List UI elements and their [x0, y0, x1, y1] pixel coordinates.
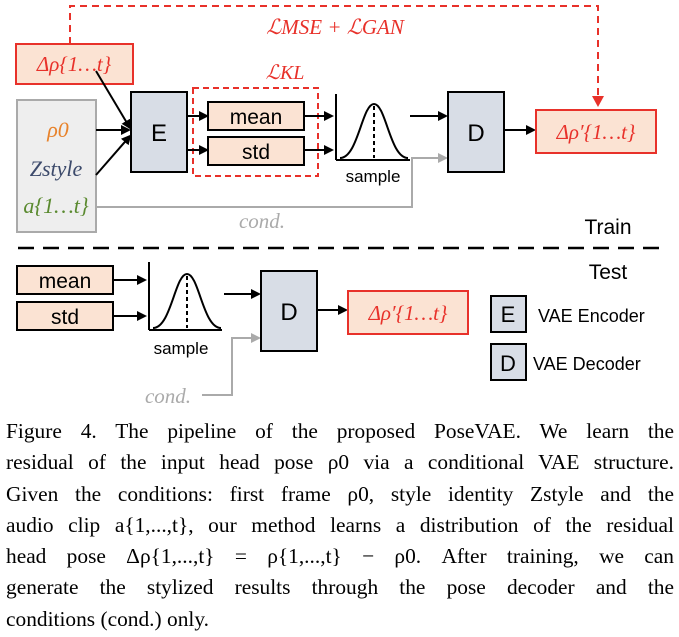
- sample-label-test: sample: [154, 339, 209, 358]
- delta-rho-input-label: Δρ{1…t}: [36, 52, 112, 76]
- cond-line-train: [96, 153, 448, 208]
- legend-encoder-letter: E: [501, 302, 516, 327]
- mean-label-train: mean: [230, 106, 283, 129]
- sample-label-train: sample: [346, 167, 401, 186]
- legend-encoder-swatch: [490, 295, 527, 333]
- zstyle-label: Zstyle: [30, 156, 83, 181]
- delta-rho-output-box-test: [347, 290, 469, 335]
- train-label: Train: [584, 216, 631, 239]
- cond-line-test: [202, 333, 261, 396]
- std-label-train: std: [242, 141, 270, 164]
- audio-label: a{1…t}: [23, 193, 88, 218]
- kl-group: [192, 87, 319, 177]
- loss-kl-label: ℒKL: [266, 62, 305, 84]
- legend-decoder-label: VAE Decoder: [533, 354, 641, 374]
- mean-label-test: mean: [39, 270, 92, 293]
- loss-loop: [69, 5, 604, 107]
- loss-loop-line: [69, 5, 599, 97]
- caption-line-7: conditions (cond.) only.: [6, 606, 209, 631]
- caption-line-4: audio clip a{1,...,t}, our method learns…: [6, 512, 674, 537]
- std-label-test: std: [51, 306, 79, 329]
- figure-caption: Figure 4. The pipeline of the proposed P…: [6, 416, 674, 635]
- posevae-diagram: ℒMSE + ℒGAN Δρ{1…t} ρ0 Zstyle a{1…t} E ℒ…: [15, 5, 664, 408]
- sample-distribution-train: [335, 94, 410, 161]
- std-box-train: [207, 136, 305, 166]
- delta-rho-input-box: [15, 43, 134, 85]
- std-box-test: [16, 301, 114, 331]
- delta-rho-output-box-train: [535, 109, 657, 154]
- caption-line-6: generate the stylized results through th…: [6, 575, 674, 600]
- legend-encoder-label: VAE Encoder: [538, 306, 645, 326]
- loss-top-label: ℒMSE + ℒGAN: [266, 15, 405, 39]
- sample-distribution-test: [148, 262, 222, 331]
- caption-line-3: Given the conditions: first frame ρ0, st…: [6, 481, 674, 506]
- test-label: Test: [589, 261, 628, 284]
- caption-line-2: residual of the input head pose ρ0 via a…: [6, 450, 674, 475]
- decoder-letter-test: D: [280, 299, 297, 326]
- cond-label-test: cond.: [145, 384, 191, 408]
- caption-line-1: Figure 4. The pipeline of the proposed P…: [6, 419, 674, 443]
- legend-decoder-swatch: [490, 343, 527, 381]
- cond-label-train: cond.: [239, 209, 285, 233]
- encoder-letter: E: [151, 120, 167, 147]
- rho0-label: ρ0: [46, 117, 69, 142]
- encoder-block: [130, 91, 188, 173]
- conditions-panel: [16, 99, 97, 233]
- decoder-block-train: [447, 91, 505, 173]
- caption-line-5: head pose Δρ{1,...,t} = ρ{1,...,t} − ρ0.…: [6, 544, 674, 569]
- mean-box-test: [16, 265, 114, 295]
- legend-decoder-letter: D: [500, 351, 516, 376]
- loss-arrowhead: [592, 96, 604, 107]
- arrow-delta-to-encoder: [95, 70, 132, 130]
- delta-rho-output-label-train: Δρ′{1…t}: [556, 120, 636, 144]
- arrow-zstyle-to-encoder: [95, 134, 132, 176]
- delta-rho-output-label-test: Δρ′{1…t}: [368, 301, 448, 325]
- decoder-letter-train: D: [467, 120, 484, 147]
